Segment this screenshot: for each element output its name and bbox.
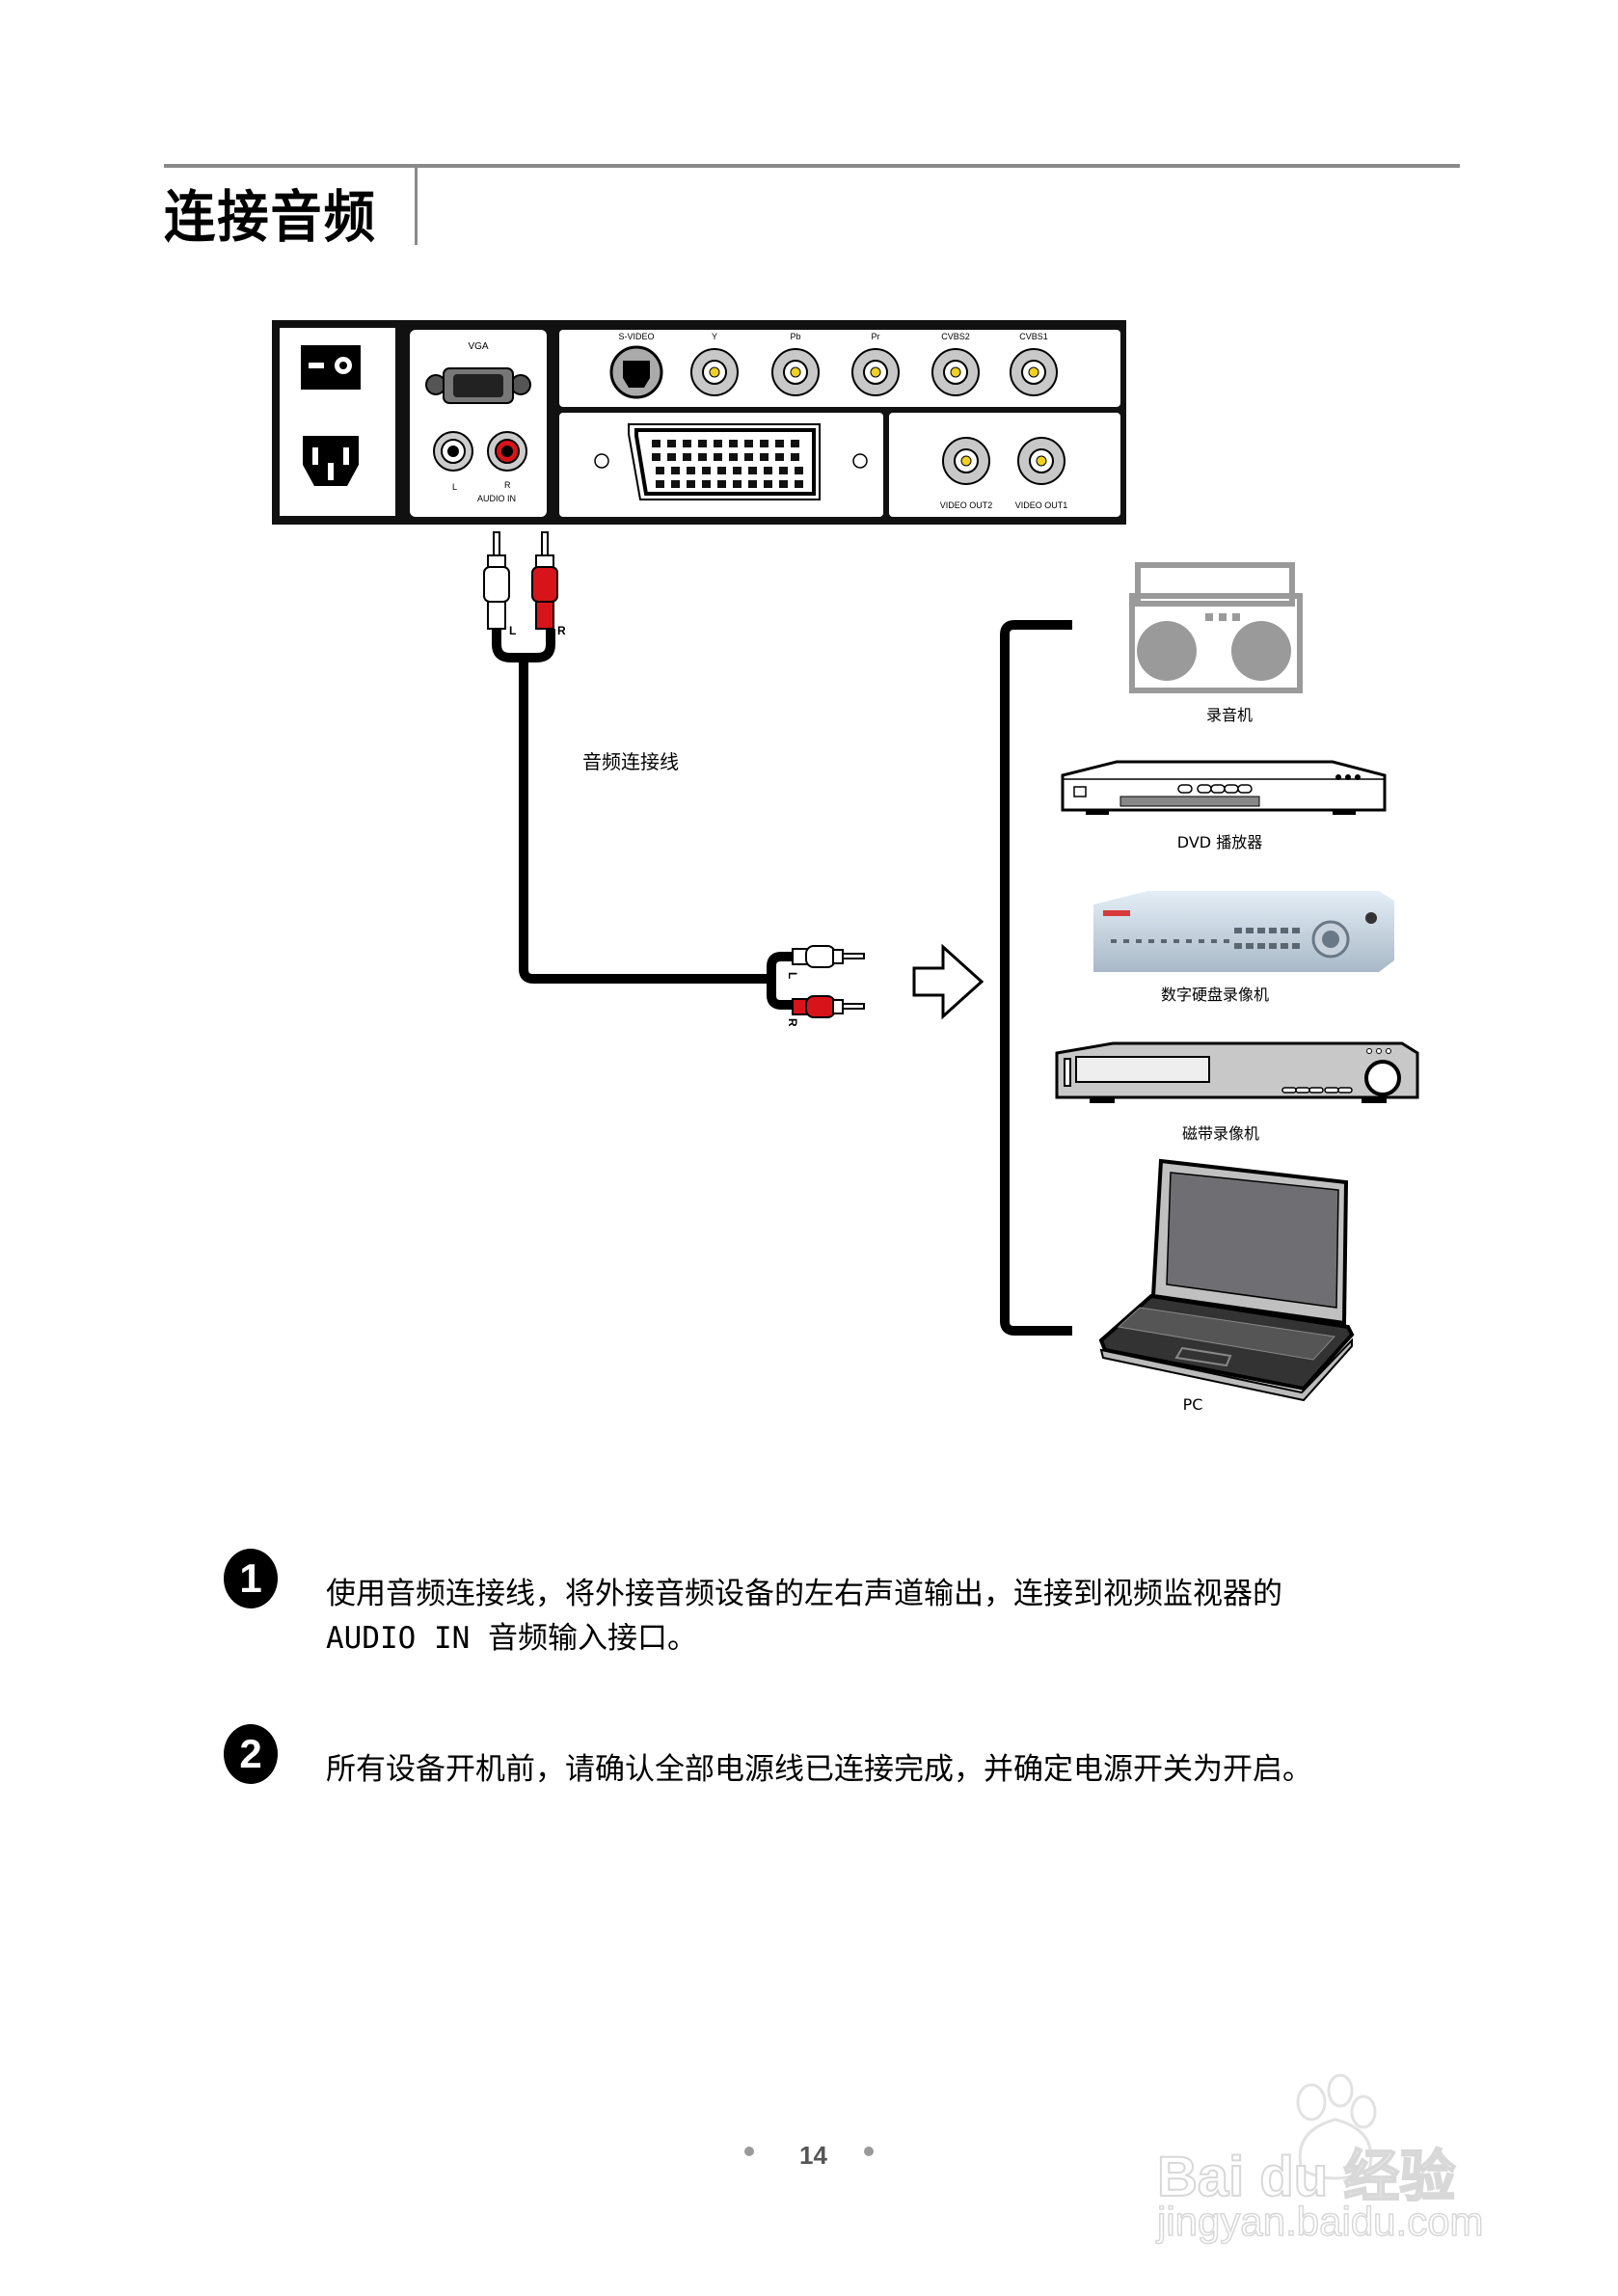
dvr-icon [1093,891,1394,972]
cvbs1-label: CVBS1 [1019,332,1048,341]
device-label-dvd: DVD 播放器 [1176,833,1263,851]
plug-l-label: L [509,624,516,637]
title-rule [164,164,1460,168]
bnc-output-2-icon [1017,437,1065,485]
bnc-input-1-icon [690,348,739,396]
audio-in-l-jack-icon [433,431,473,472]
scart-connector-icon [628,423,821,500]
step-1-line-1: 使用音频连接线，将外接音频设备的左右声道输出，连接到视频监视器的 [326,1577,1282,1611]
page-dot-left [744,2147,754,2156]
rca-plug-r-icon [531,531,558,630]
vga-audio-section [410,330,547,517]
device-bracket [1000,620,1072,1336]
audio-cable: L R L R [483,531,984,1027]
pb-label: Pb [790,332,800,341]
audio-l-label: L [452,482,457,492]
bnc-input-2-icon [771,348,820,396]
cable-line [519,658,776,984]
device-label-pc: PC [1182,1395,1203,1414]
page-number: 14 [799,2141,827,2170]
dvd-player-icon [1061,760,1387,815]
rca-plug-r-out-icon [792,995,865,1018]
watermark-url: jingyan.baidu.com [1156,2198,1484,2245]
rca-plug-l-icon [483,531,510,630]
power-socket-icon [303,436,359,486]
plug-r-label: R [557,624,566,637]
cassette-player-icon [1129,562,1303,693]
arrow-right-icon [912,943,984,1020]
baidu-paw-icon [1296,2073,1377,2180]
audio-in-r-jack-icon [487,431,527,472]
step-1-text: 使用音频连接线，将外接音频设备的左右声道输出，连接到视频监视器的 AUDIO I… [326,1572,1282,1661]
audio-in-label: AUDIO IN [477,494,516,503]
step-1-badge: 1 [224,1549,278,1608]
vga-port-icon [425,367,531,404]
video-out2-label: VIDEO OUT2 [940,500,993,510]
audio-r-label: R [504,480,511,490]
page-title: 连接音频 [164,184,377,250]
video-output-section [889,413,1120,517]
s-video-label: S-VIDEO [618,332,654,341]
page-dot-right [864,2147,874,2156]
baidu-watermark: Bai du 经验 jingyan.baidu.com [1156,2064,1543,2245]
vga-label: VGA [468,341,488,352]
laptop-icon [1098,1158,1355,1402]
power-switch-icon [301,345,361,390]
s-video-port-icon [609,345,663,399]
plug-l-out-label: L [786,972,799,979]
watermark-brand: Bai du 经验 [1156,2145,1456,2209]
cvbs2-label: CVBS2 [941,332,970,341]
plug-r-out-label: R [786,1018,799,1027]
bnc-input-5-icon [1010,348,1058,396]
y-label: Y [712,332,717,341]
step-1-line-2: AUDIO IN 音频输入接口。 [326,1621,697,1656]
device-label-dvr: 数字硬盘录像机 [1160,986,1269,1004]
bnc-input-4-icon [931,348,980,396]
rca-plug-l-out-icon [792,945,865,968]
pr-label: Pr [872,332,880,341]
rear-panel: VGA L R AUDIO IN S-VIDEO Y Pb Pr CVBS2 C… [272,320,1126,525]
vcr-icon [1055,1041,1419,1103]
video-out1-label: VIDEO OUT1 [1015,500,1068,510]
device-label-cassette: 录音机 [1205,706,1253,724]
step-2-text: 所有设备开机前，请确认全部电源线已连接完成，并确定电源开关为开启。 [326,1747,1312,1792]
bnc-output-1-icon [942,437,990,485]
bnc-input-3-icon [851,348,900,396]
device-label-vcr: 磁带录像机 [1181,1124,1259,1143]
title-divider [415,168,418,245]
step-2-line-1: 所有设备开机前，请确认全部电源线已连接完成，并确定电源开关为开启。 [326,1752,1312,1787]
step-2-badge: 2 [224,1724,278,1784]
cable-label: 音频连接线 [582,750,679,773]
